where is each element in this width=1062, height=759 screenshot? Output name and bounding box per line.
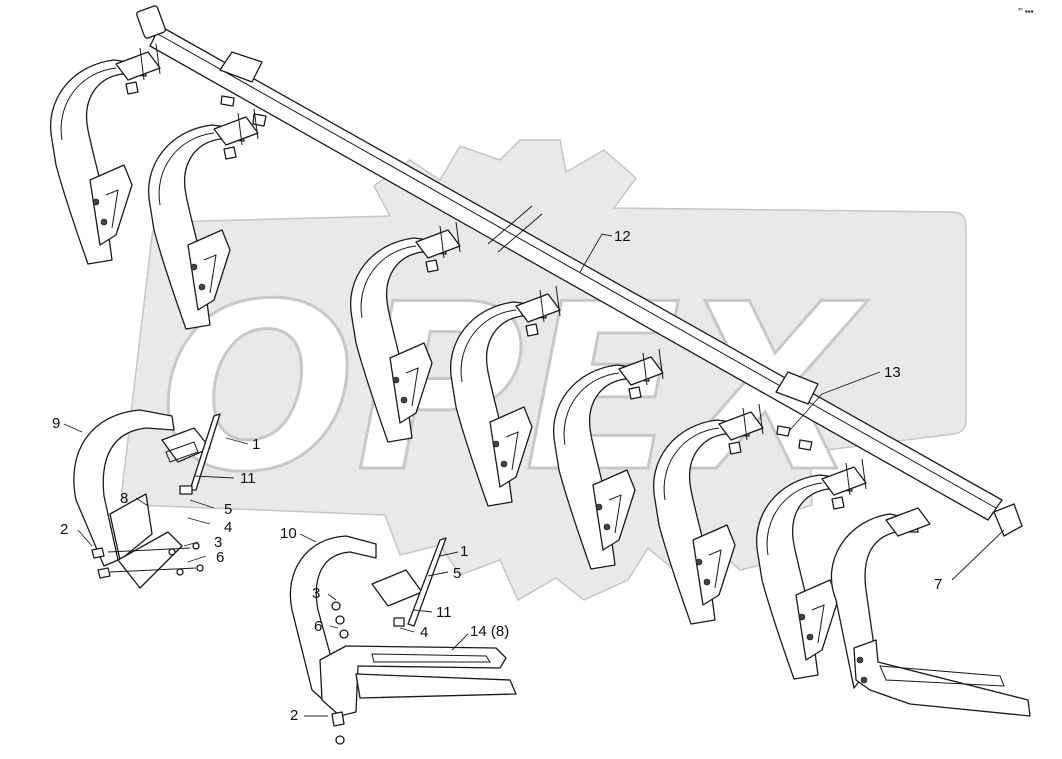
tine-with-plate xyxy=(830,507,1031,717)
callout-9: 9 xyxy=(52,415,60,432)
callout-11a: 11 xyxy=(240,470,256,487)
callout-1b: 1 xyxy=(460,543,468,560)
callout-6a: 6 xyxy=(216,549,224,566)
shaft-fasteners xyxy=(220,95,813,451)
callout-4b: 4 xyxy=(420,624,428,641)
leader-lines xyxy=(63,233,1005,717)
exploded-tine-9 xyxy=(73,409,221,589)
callout-5b: 5 xyxy=(453,565,461,582)
callout-7: 7 xyxy=(934,576,942,593)
callout-8: 8 xyxy=(120,490,128,507)
opex-watermark: OPEX xyxy=(121,139,967,602)
callout-6b: 6 xyxy=(314,618,322,635)
callout-14: 14 (8) xyxy=(470,623,509,640)
callout-13: 13 xyxy=(884,364,901,381)
callout-4a: 4 xyxy=(224,519,232,536)
callout-3b: 3 xyxy=(312,585,320,602)
callout-1a: 1 xyxy=(252,436,260,453)
callout-3a: 3 xyxy=(214,534,222,551)
callout-11b: 11 xyxy=(436,604,452,621)
callout-labels: 1 1 2 2 3 3 4 4 5 5 6 6 7 8 9 10 11 11 1… xyxy=(52,228,942,724)
tine-1 xyxy=(49,43,161,265)
callout-12: 12 xyxy=(614,228,631,245)
corner-mark: °′ ▪▪▪ xyxy=(1018,7,1034,16)
shaft-12 xyxy=(136,5,1023,537)
callout-2a: 2 xyxy=(60,521,68,538)
callout-2b: 2 xyxy=(290,707,298,724)
callout-10: 10 xyxy=(280,525,297,542)
exploded-tine-10 xyxy=(289,535,517,745)
watermark-text: OPEX xyxy=(160,256,868,523)
callout-5a: 5 xyxy=(224,501,232,518)
